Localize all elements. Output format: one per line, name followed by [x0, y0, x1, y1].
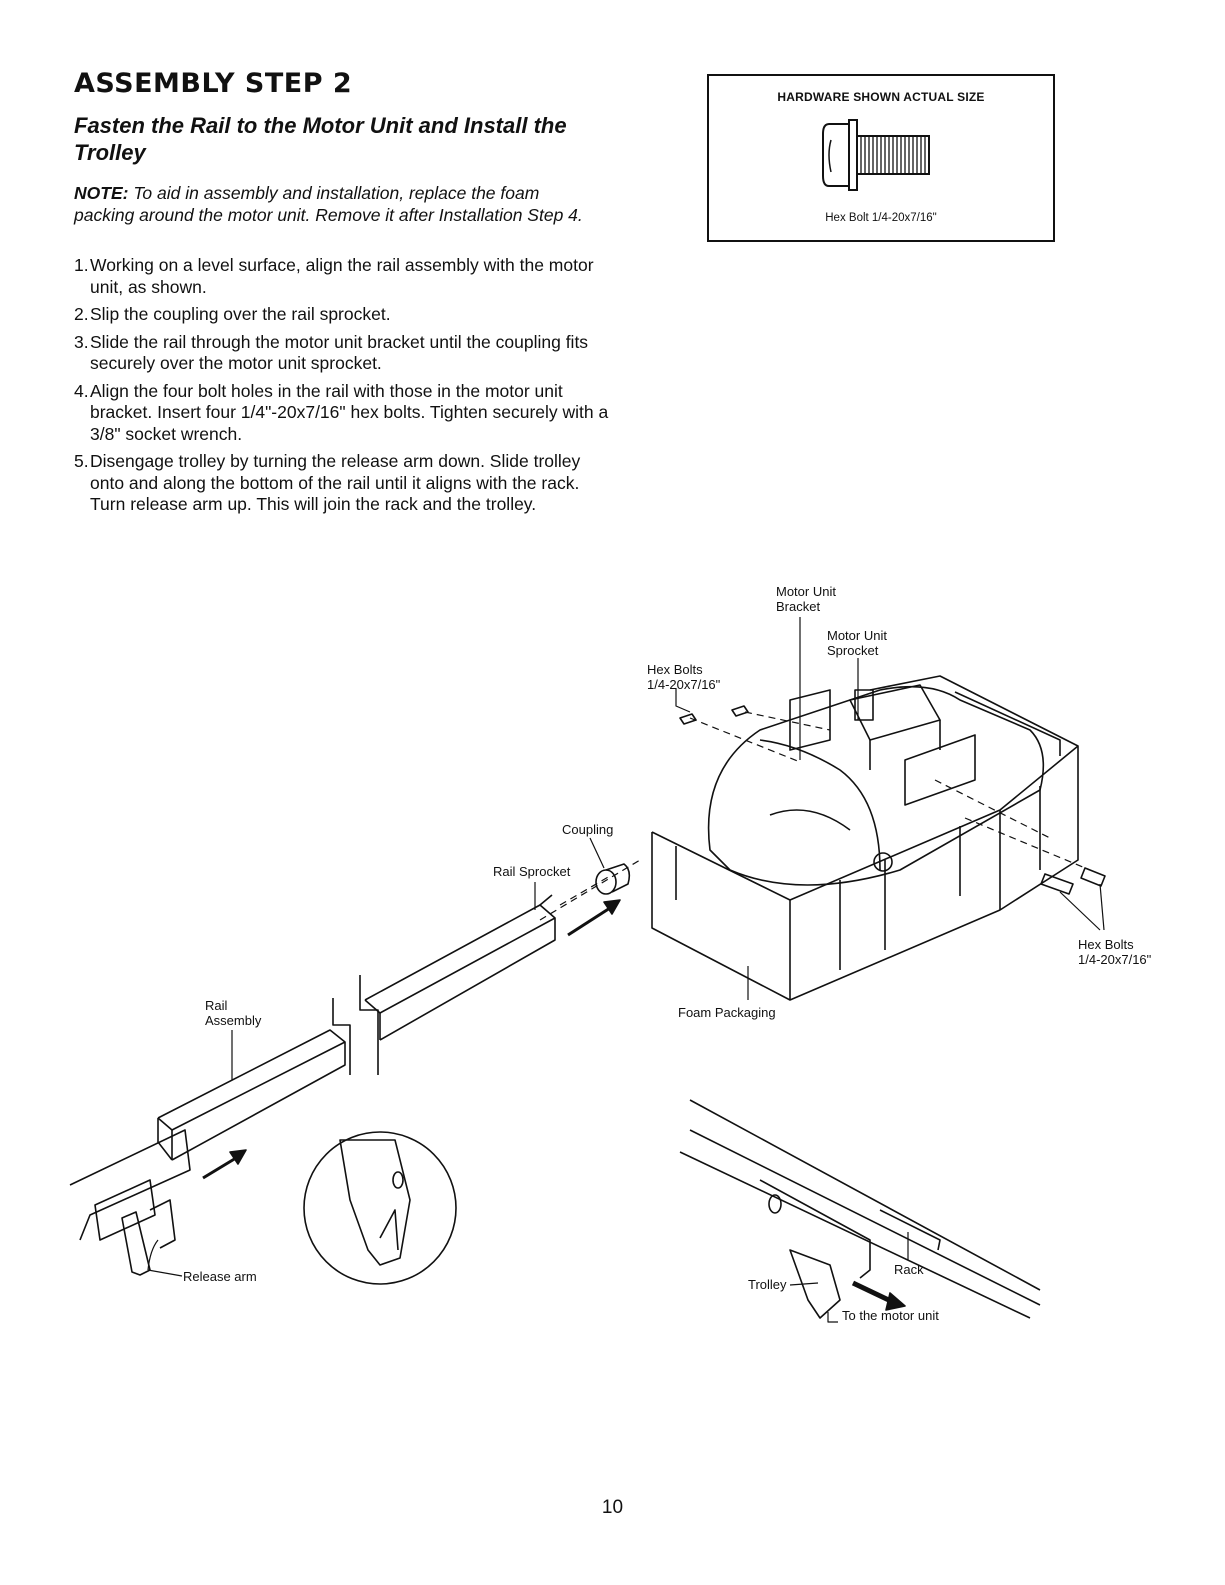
arrow-icon	[202, 1156, 237, 1180]
step-number: 1.	[74, 255, 89, 275]
rail-lower-drawing	[157, 1029, 346, 1161]
step-text: Slide the rail through the motor unit br…	[90, 331, 589, 374]
foam-packaging-drawing	[651, 675, 1079, 1001]
hex-bolt-icon-right	[1040, 867, 1106, 895]
step-text: Disengage trolley by turning the release…	[90, 451, 581, 514]
step-subheading: Fasten the Rail to the Motor Unit and In…	[74, 113, 567, 165]
label-hex-bolts-top: Hex Bolts 1/4-20x7/16"	[647, 662, 721, 692]
label-hex-bolts-right: Hex Bolts 1/4-20x7/16"	[1078, 937, 1152, 967]
rail-upper-drawing	[364, 894, 556, 1041]
hex-bolt-icon-top	[679, 705, 749, 725]
instruction-list: 1.Working on a level surface, align the …	[74, 255, 614, 522]
step-text: Slip the coupling over the rail sprocket…	[90, 304, 391, 324]
step-text: Align the four bolt holes in the rail wi…	[90, 380, 609, 444]
rail-break-left	[332, 998, 351, 1075]
note-paragraph: NOTE: To aid in assembly and installatio…	[74, 183, 594, 226]
arrow-icon	[567, 906, 611, 937]
alignment-lines	[539, 711, 1091, 921]
rail-break-right	[359, 975, 379, 1075]
instruction-step: 5.Disengage trolley by turning the relea…	[74, 451, 614, 516]
hardware-box-title: HARDWARE SHOWN ACTUAL SIZE	[777, 90, 985, 104]
note-label: NOTE:	[74, 183, 129, 203]
label-rail-assembly: Rail Assembly	[205, 998, 262, 1028]
step-number: 4.	[74, 380, 89, 401]
detail-circle	[303, 1131, 457, 1285]
instruction-step: 2.Slip the coupling over the rail sprock…	[74, 304, 614, 326]
step-number: 3.	[74, 331, 89, 352]
coupling-drawing	[595, 863, 631, 895]
label-motor-unit-bracket: Motor Unit Bracket	[776, 584, 836, 614]
note-text: To aid in assembly and installation, rep…	[74, 183, 583, 225]
leader-lines	[147, 617, 1105, 1323]
instruction-step: 1.Working on a level surface, align the …	[74, 255, 614, 298]
trolley-drawing-left	[69, 1129, 191, 1276]
step-text: Working on a level surface, align the ra…	[90, 255, 594, 297]
step-number: 5.	[74, 451, 89, 471]
label-rail-sprocket: Rail Sprocket	[493, 864, 571, 879]
label-coupling: Coupling	[562, 822, 614, 837]
label-release-arm: Release arm	[183, 1269, 257, 1284]
label-rack: Rack	[894, 1262, 924, 1277]
hardware-box-caption: Hex Bolt 1/4-20x7/16"	[825, 212, 937, 224]
arrow-head-icon	[603, 899, 621, 915]
rack-detail-drawing	[679, 1099, 1041, 1319]
arrow-head-icon	[229, 1149, 247, 1165]
motor-unit-drawing	[707, 684, 1045, 886]
instruction-step: 3.Slide the rail through the motor unit …	[74, 332, 614, 375]
hex-bolt-icon	[822, 119, 930, 191]
arrow-head-icon	[885, 1292, 906, 1311]
step-number: 2.	[74, 304, 89, 324]
label-foam-packaging: Foam Packaging	[678, 1005, 776, 1020]
instruction-step: 4.Align the four bolt holes in the rail …	[74, 381, 614, 446]
label-trolley: Trolley	[748, 1277, 787, 1292]
label-to-motor-unit: To the motor unit	[842, 1308, 939, 1323]
page-number: 10	[601, 1497, 624, 1518]
hardware-box: HARDWARE SHOWN ACTUAL SIZE Hex Bolt 1/4-…	[707, 74, 1055, 242]
label-motor-unit-sprocket: Motor Unit Sprocket	[827, 628, 887, 658]
step-heading: ASSEMBLY STEP 2	[74, 68, 353, 99]
